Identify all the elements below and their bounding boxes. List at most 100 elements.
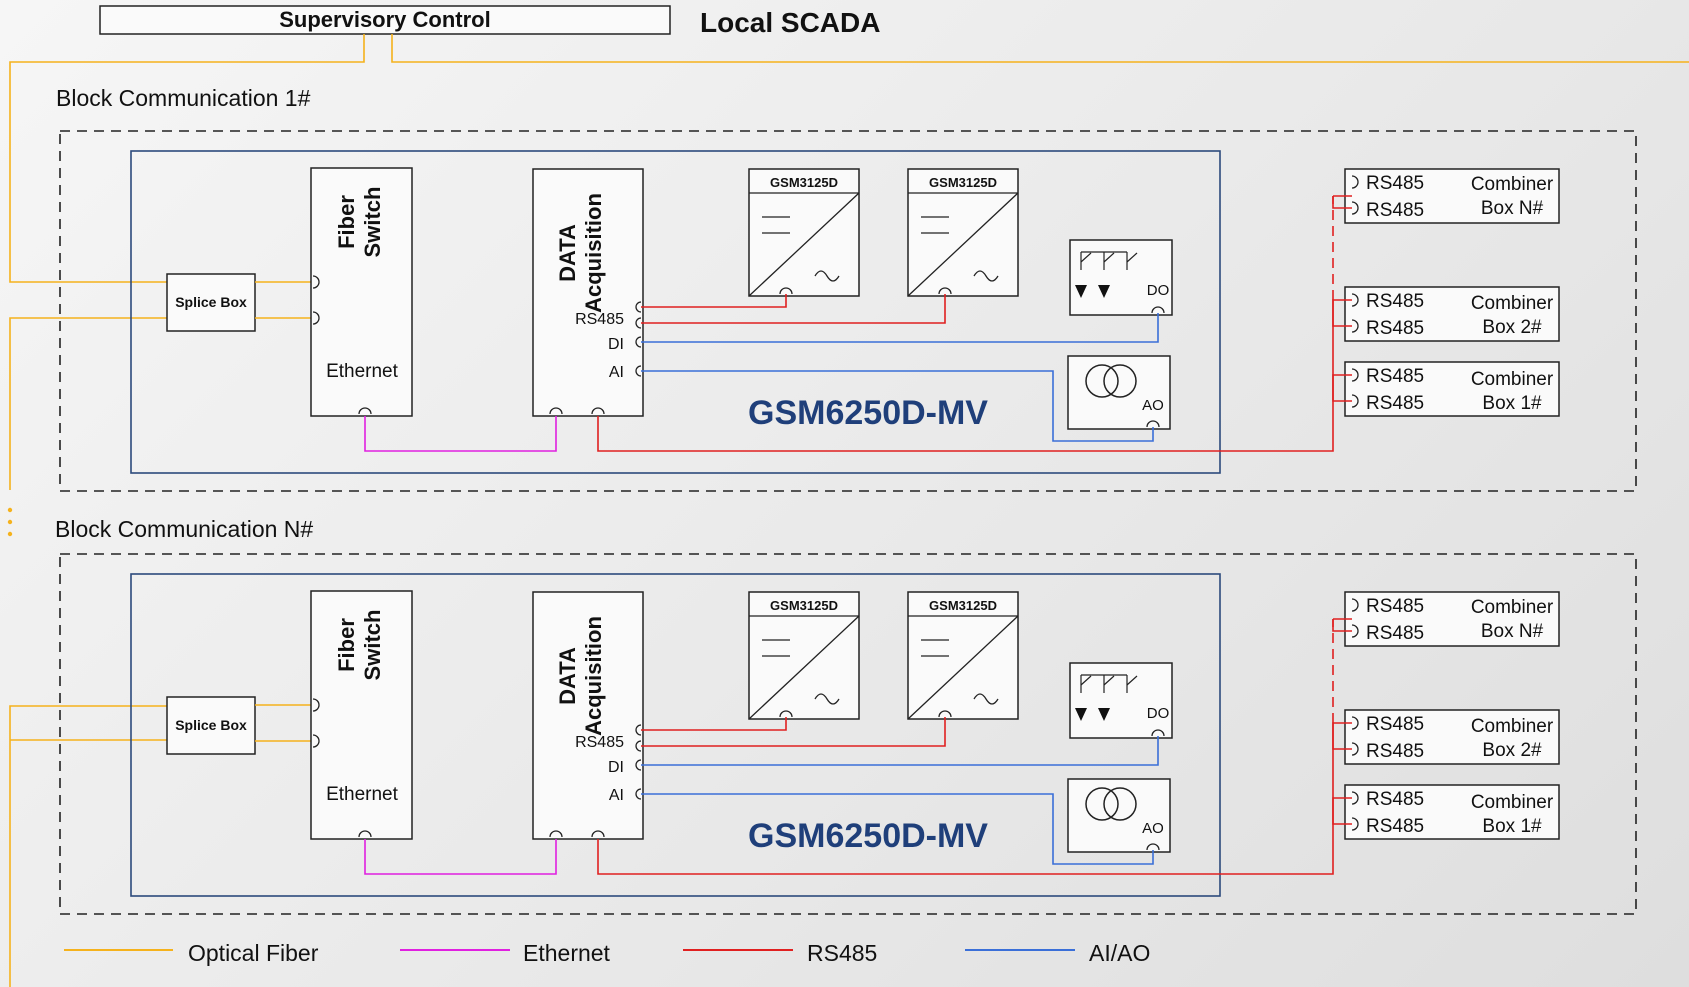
legend-label: Ethernet bbox=[523, 940, 611, 966]
combiner-label-line1: Combiner bbox=[1471, 597, 1554, 618]
block-communication-1: Block Communication 1# GSM6250D-MV Splic… bbox=[56, 85, 1637, 492]
combiner-label-line1: Combiner bbox=[1471, 293, 1554, 314]
fiber-continuation-dots bbox=[7, 507, 13, 537]
ao-label: AO bbox=[1142, 397, 1164, 414]
fiber-switch-label-line2: Switch bbox=[360, 610, 385, 681]
legend-label: Optical Fiber bbox=[188, 940, 319, 966]
data-acq-ports bbox=[549, 724, 642, 838]
analog-output-transformer: AO bbox=[1067, 778, 1171, 853]
data-acq-label-line2: Acquisition bbox=[581, 616, 606, 736]
combiner-label-line2: Box 2# bbox=[1482, 740, 1542, 761]
port-rs485-label: RS485 bbox=[575, 311, 624, 328]
block-title: Block Communication 1# bbox=[56, 85, 311, 111]
block-title: Block Communication N# bbox=[55, 516, 313, 542]
combiner-label-line1: Combiner bbox=[1471, 716, 1554, 737]
model-label: GSM6250D-MV bbox=[748, 394, 988, 432]
combiner-port-2: RS485 bbox=[1366, 816, 1424, 837]
port-di-label: DI bbox=[608, 759, 624, 776]
block-boundary bbox=[59, 130, 1637, 492]
combiner-port-2: RS485 bbox=[1366, 623, 1424, 644]
inverter-label: GSM3125D bbox=[770, 175, 838, 190]
ethernet-port-label: Ethernet bbox=[326, 361, 399, 382]
ao-label: AO bbox=[1142, 820, 1164, 837]
inverter-2: GSM3125D bbox=[907, 168, 1019, 297]
combiner-label-line2: Box 2# bbox=[1482, 317, 1542, 338]
splice-box-label: Splice Box bbox=[175, 717, 247, 733]
fiber-switch-label-line1: Fiber bbox=[334, 195, 359, 249]
combiner-port-1: RS485 bbox=[1366, 173, 1424, 194]
combiner-port-1: RS485 bbox=[1366, 291, 1424, 312]
model-label: GSM6250D-MV bbox=[748, 817, 988, 855]
fiber-splice-links bbox=[255, 281, 313, 319]
combiner-port-1: RS485 bbox=[1366, 366, 1424, 387]
combiner-box-1: RS485 RS485 Combiner Box 1# bbox=[1344, 361, 1560, 417]
block-boundary bbox=[59, 553, 1637, 915]
data-acq-label-line1: DATA bbox=[555, 647, 580, 705]
combiner-box-n: RS485 RS485 Combiner Box N# bbox=[1344, 591, 1560, 647]
analog-output-transformer: AO bbox=[1067, 355, 1171, 430]
combiner-port-2: RS485 bbox=[1366, 741, 1424, 762]
combiner-port-1: RS485 bbox=[1366, 596, 1424, 617]
combiner-box-1: RS485 RS485 Combiner Box 1# bbox=[1344, 784, 1560, 840]
combiner-port-2: RS485 bbox=[1366, 200, 1424, 221]
block-communication-n: Block Communication N# GSM6250D-MV Splic… bbox=[55, 516, 1637, 915]
fiber-switch-label-line2: Switch bbox=[360, 187, 385, 258]
legend-item-ethernet: Ethernet bbox=[400, 940, 611, 966]
splice-box bbox=[166, 273, 256, 332]
combiner-label-line2: Box 1# bbox=[1482, 393, 1542, 414]
fiber-splice-links bbox=[255, 704, 313, 742]
legend-item-ai-ao: AI/AO bbox=[965, 940, 1150, 966]
inverter-label: GSM3125D bbox=[770, 598, 838, 613]
fiber-backbone bbox=[9, 34, 1689, 987]
port-ai-label: AI bbox=[609, 364, 624, 381]
port-ai-label: AI bbox=[609, 787, 624, 804]
combiner-label-line2: Box N# bbox=[1481, 621, 1544, 642]
fiber-switch-label-line1: Fiber bbox=[334, 618, 359, 672]
legend-label: RS485 bbox=[807, 940, 877, 966]
supervisory-control-box bbox=[99, 5, 671, 35]
combiner-box-2: RS485 RS485 Combiner Box 2# bbox=[1344, 286, 1560, 342]
port-di-label: DI bbox=[608, 336, 624, 353]
combiner-label-line2: Box N# bbox=[1481, 198, 1544, 219]
do-label: DO bbox=[1147, 282, 1170, 299]
fiber-switch bbox=[310, 167, 413, 417]
splice-box bbox=[166, 696, 256, 755]
inverter-1: GSM3125D bbox=[748, 168, 860, 297]
combiner-label-line1: Combiner bbox=[1471, 792, 1554, 813]
block-wiring bbox=[364, 195, 1352, 452]
splice-box-label: Splice Box bbox=[175, 294, 247, 310]
combiner-port-2: RS485 bbox=[1366, 393, 1424, 414]
fiber-switch-ports bbox=[312, 275, 372, 415]
combiner-port-1: RS485 bbox=[1366, 789, 1424, 810]
data-acquisition bbox=[532, 591, 644, 840]
do-label: DO bbox=[1147, 705, 1170, 722]
port-rs485-label: RS485 bbox=[575, 734, 624, 751]
data-acq-label-line1: DATA bbox=[555, 224, 580, 282]
combiner-port-1: RS485 bbox=[1366, 714, 1424, 735]
legend-item-rs485: RS485 bbox=[683, 940, 877, 966]
legend: Optical Fiber Ethernet RS485 AI/AO bbox=[64, 940, 1150, 966]
legend-item-optical-fiber: Optical Fiber bbox=[64, 940, 319, 966]
data-acq-label-line2: Acquisition bbox=[581, 193, 606, 313]
fiber-switch bbox=[310, 590, 413, 840]
supervisory-control-label: Supervisory Control bbox=[279, 7, 490, 32]
data-acq-ports bbox=[549, 301, 642, 415]
combiner-label-line2: Box 1# bbox=[1482, 816, 1542, 837]
ethernet-port-label: Ethernet bbox=[326, 784, 399, 805]
inverter-1: GSM3125D bbox=[748, 591, 860, 720]
gsm6250d-mv-panel bbox=[130, 573, 1221, 897]
combiner-label-line1: Combiner bbox=[1471, 174, 1554, 195]
digital-output-relay: DO bbox=[1069, 239, 1173, 316]
gsm6250d-mv-panel bbox=[130, 150, 1221, 474]
block-wiring bbox=[364, 618, 1352, 875]
local-scada-label: Local SCADA bbox=[700, 7, 880, 38]
inverter-2: GSM3125D bbox=[907, 591, 1019, 720]
fiber-switch-ports bbox=[312, 698, 372, 838]
inverter-label: GSM3125D bbox=[929, 598, 997, 613]
inverter-label: GSM3125D bbox=[929, 175, 997, 190]
legend-label: AI/AO bbox=[1089, 940, 1150, 966]
combiner-box-n: RS485 RS485 Combiner Box N# bbox=[1344, 168, 1560, 224]
combiner-port-2: RS485 bbox=[1366, 318, 1424, 339]
data-acquisition bbox=[532, 168, 644, 417]
